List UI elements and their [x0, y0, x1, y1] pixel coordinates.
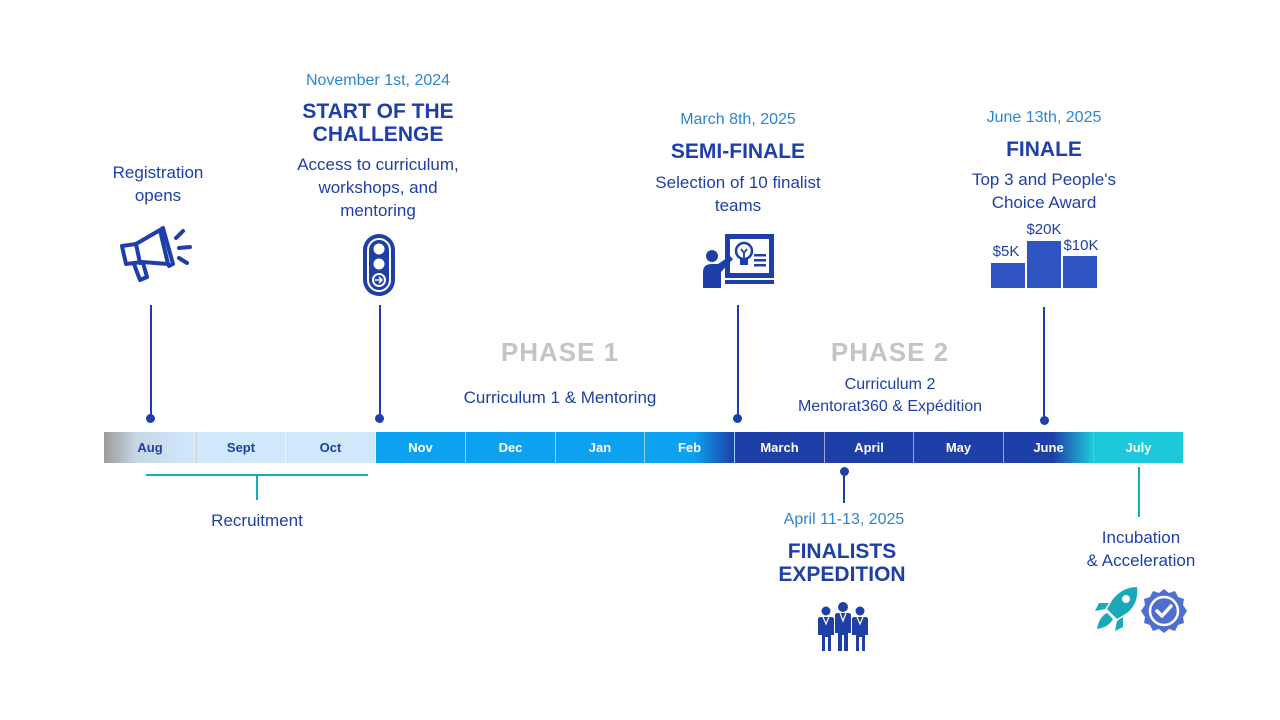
finale-date: June 13th, 2025 [986, 109, 1102, 126]
month-may: May [914, 432, 1004, 463]
start-dot [375, 414, 384, 423]
month-oct: Oct [286, 432, 376, 463]
semi-date: March 8th, 2025 [680, 111, 796, 128]
month-nov: Nov [376, 432, 466, 463]
month-july: July [1094, 432, 1183, 463]
incubation-connector [1138, 467, 1140, 517]
prize-second-label: $10K [1063, 237, 1099, 254]
podium-icon: $5K $20K $10K [986, 218, 1100, 290]
podium-third [991, 263, 1025, 288]
semi-dot [733, 414, 742, 423]
month-jan: Jan [556, 432, 645, 463]
registration-label: Registration opens [112, 163, 204, 205]
recruitment-bracket [146, 474, 368, 500]
start-desc: Access to curriculum, workshops, and men… [297, 155, 459, 220]
verified-badge-icon [1140, 587, 1188, 635]
phase-1-desc: Curriculum 1 & Mentoring [463, 388, 657, 407]
month-april: April [825, 432, 914, 463]
start-title: START OF THE CHALLENGE [302, 100, 454, 146]
expedition-connector [843, 471, 845, 503]
podium-first [1027, 241, 1061, 288]
podium-second [1063, 256, 1097, 288]
phase-1-label: PHASE 1 [500, 337, 620, 367]
start-connector [379, 305, 381, 417]
finale-connector [1043, 307, 1045, 419]
rocket-icon [1093, 583, 1143, 633]
traffic-light-icon [361, 232, 397, 298]
registration-dot [146, 414, 155, 423]
megaphone-icon [116, 220, 196, 286]
prize-first-label: $20K [1026, 221, 1062, 238]
month-march: March [735, 432, 825, 463]
semi-connector [737, 305, 739, 417]
incubation-label: Incubation & Acceleration [1086, 528, 1196, 570]
team-icon [814, 601, 872, 653]
month-feb: Feb [645, 432, 735, 463]
expedition-date: April 11-13, 2025 [783, 511, 905, 528]
month-sept: Sept [197, 432, 286, 463]
phase-2-label: PHASE 2 [830, 337, 950, 367]
semi-desc: Selection of 10 finalist teams [655, 173, 821, 215]
phase-2-desc: Curriculum 2 Mentorat360 & Expédition [797, 376, 983, 415]
prize-third-label: $5K [992, 243, 1020, 260]
month-june: June [1004, 432, 1094, 463]
month-aug: Aug [104, 432, 197, 463]
start-date: November 1st, 2024 [305, 72, 451, 89]
finale-dot [1040, 416, 1049, 425]
month-dec: Dec [466, 432, 556, 463]
recruitment-label: Recruitment [211, 511, 303, 530]
finale-desc: Top 3 and People's Choice Award [971, 170, 1117, 212]
expedition-title: FINALISTS EXPEDITION [778, 540, 906, 586]
finale-title: FINALE [1006, 138, 1082, 161]
registration-connector [150, 305, 152, 417]
semi-title: SEMI-FINALE [670, 140, 806, 163]
presentation-icon [700, 232, 776, 290]
